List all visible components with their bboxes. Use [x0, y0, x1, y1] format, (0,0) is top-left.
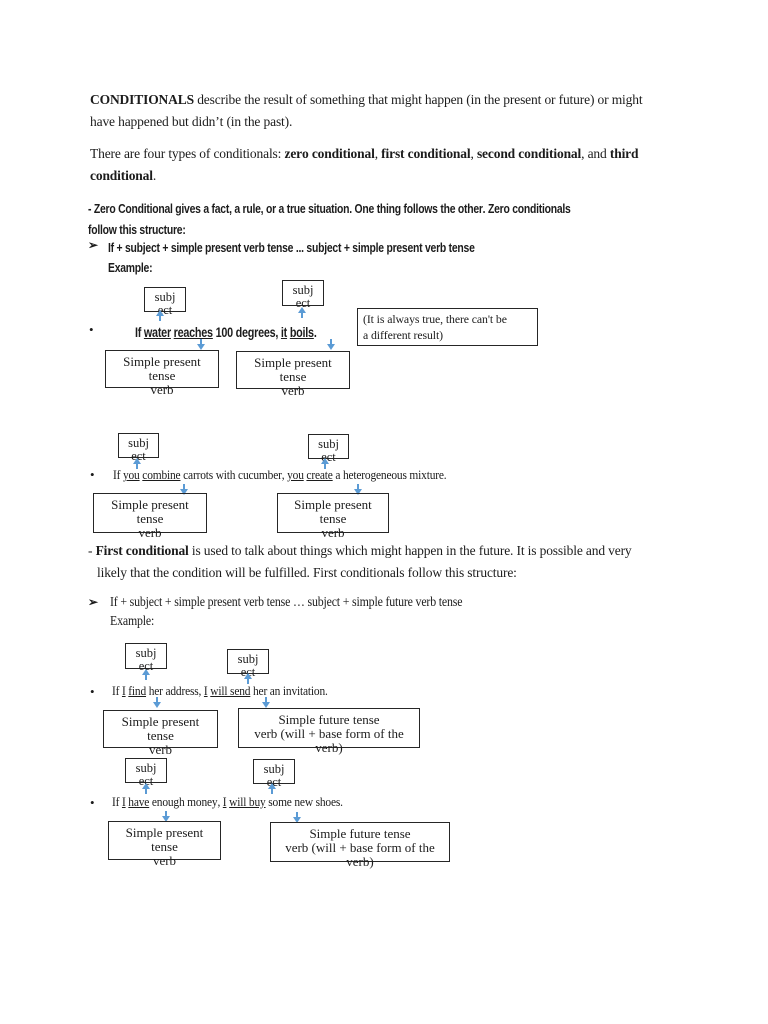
up-arrow-icon: [141, 669, 150, 680]
down-arrow-icon: [261, 697, 270, 708]
down-arrow-icon: [292, 812, 301, 823]
list-bullet: •: [90, 684, 95, 699]
up-arrow-icon: [243, 673, 252, 684]
types-paragraph: There are four types of conditionals: ze…: [90, 146, 639, 183]
first-example-2-sentence: If I have enough money, I will buy some …: [112, 794, 343, 809]
intro-paragraph: CONDITIONALS describe the result of some…: [90, 92, 643, 129]
up-arrow-icon: [155, 310, 164, 321]
up-arrow-icon: [297, 307, 306, 318]
first-conditional-description: - First conditional is used to talk abou…: [88, 543, 632, 580]
up-arrow-icon: [320, 458, 329, 469]
zero-structure-line: If + subject + simple present verb tense…: [108, 240, 475, 255]
down-arrow-icon: [196, 339, 205, 350]
up-arrow-icon: [132, 458, 141, 469]
down-arrow-icon: [326, 339, 335, 350]
zero-example-label: Example:: [108, 260, 153, 275]
zero-example-1-sentence: If water reaches 100 degrees, it boils.: [135, 325, 317, 340]
zero-conditional-description: - Zero Conditional gives a fact, a rule,…: [88, 201, 571, 237]
down-arrow-icon: [161, 811, 170, 822]
down-arrow-icon: [353, 484, 362, 495]
list-bullet: •: [90, 795, 95, 810]
first-structure-line: If + subject + simple present verb tense…: [110, 594, 463, 609]
down-arrow-icon: [152, 697, 161, 708]
zero-example-2-sentence: If you combine carrots with cucumber, yo…: [113, 467, 447, 482]
first-example-1-sentence: If I find her address, I will send her a…: [112, 683, 328, 698]
first-example-label: Example:: [110, 613, 155, 628]
list-bullet: •: [90, 467, 95, 482]
arrow-bullet-icon: ➢: [88, 595, 99, 609]
list-bullet: •: [89, 322, 94, 337]
up-arrow-icon: [267, 783, 276, 794]
down-arrow-icon: [179, 484, 188, 495]
arrow-bullet-icon: ➢: [88, 238, 99, 252]
up-arrow-icon: [141, 783, 150, 794]
